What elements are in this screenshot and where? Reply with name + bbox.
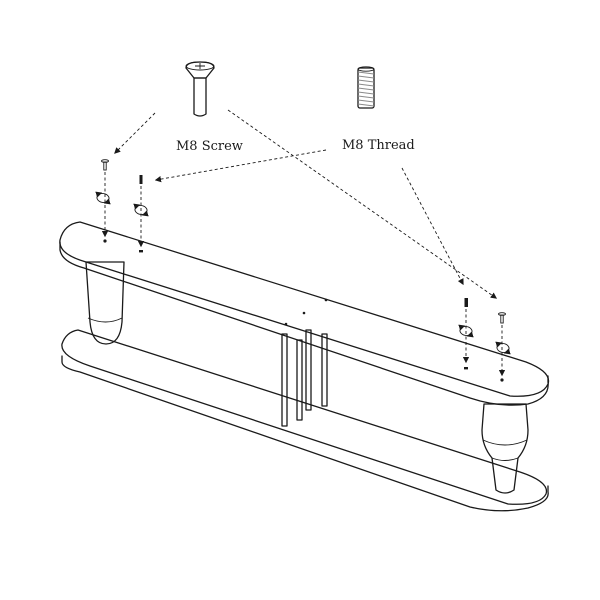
- left-small-thread: [139, 175, 143, 184]
- leader-lines: [114, 109, 498, 299]
- center-posts: [281, 329, 328, 427]
- top-shelf: [59, 221, 550, 406]
- rear-left-leg: [85, 261, 125, 345]
- m8-screw-label: M8 Screw: [176, 139, 243, 154]
- right-small-thread: [464, 298, 468, 307]
- m8-thread-label: M8 Thread: [342, 138, 415, 153]
- threaded-rod-icon: [357, 66, 375, 109]
- insertion-guides: [101, 172, 506, 377]
- screw-icon: [185, 61, 215, 117]
- left-small-screw: [101, 159, 109, 171]
- rotate-arrows-icon: [97, 193, 509, 353]
- front-right-leg: [481, 403, 529, 494]
- bottom-shelf: [61, 329, 549, 512]
- right-small-screw: [498, 312, 506, 324]
